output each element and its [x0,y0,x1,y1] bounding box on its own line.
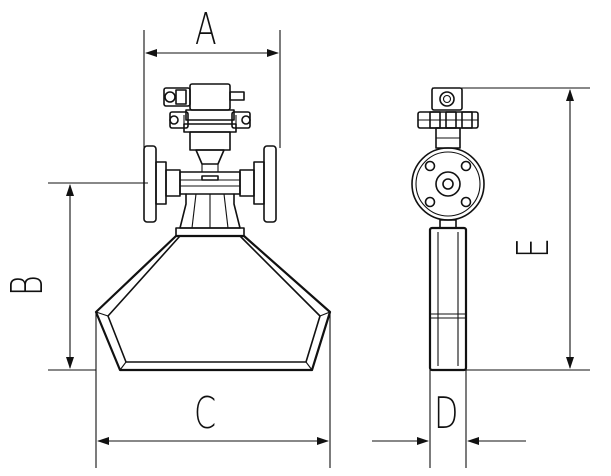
dimension-d [372,370,526,468]
side-case [428,219,468,372]
side-flange [411,147,485,221]
sensor-neck [179,193,241,229]
dimension-a [143,30,281,148]
front-view [94,83,332,372]
dimension-b [48,182,148,371]
dimension-c [95,312,331,468]
transmitter-head [163,83,251,172]
label-a: A [195,4,217,55]
label-d: D [434,388,459,439]
side-transmitter [417,87,479,149]
side-view [411,87,485,372]
dimension-e [432,87,590,371]
sensor-case [94,227,332,372]
label-e: E [508,237,559,258]
label-b: B [2,275,53,296]
label-c: C [194,388,217,439]
